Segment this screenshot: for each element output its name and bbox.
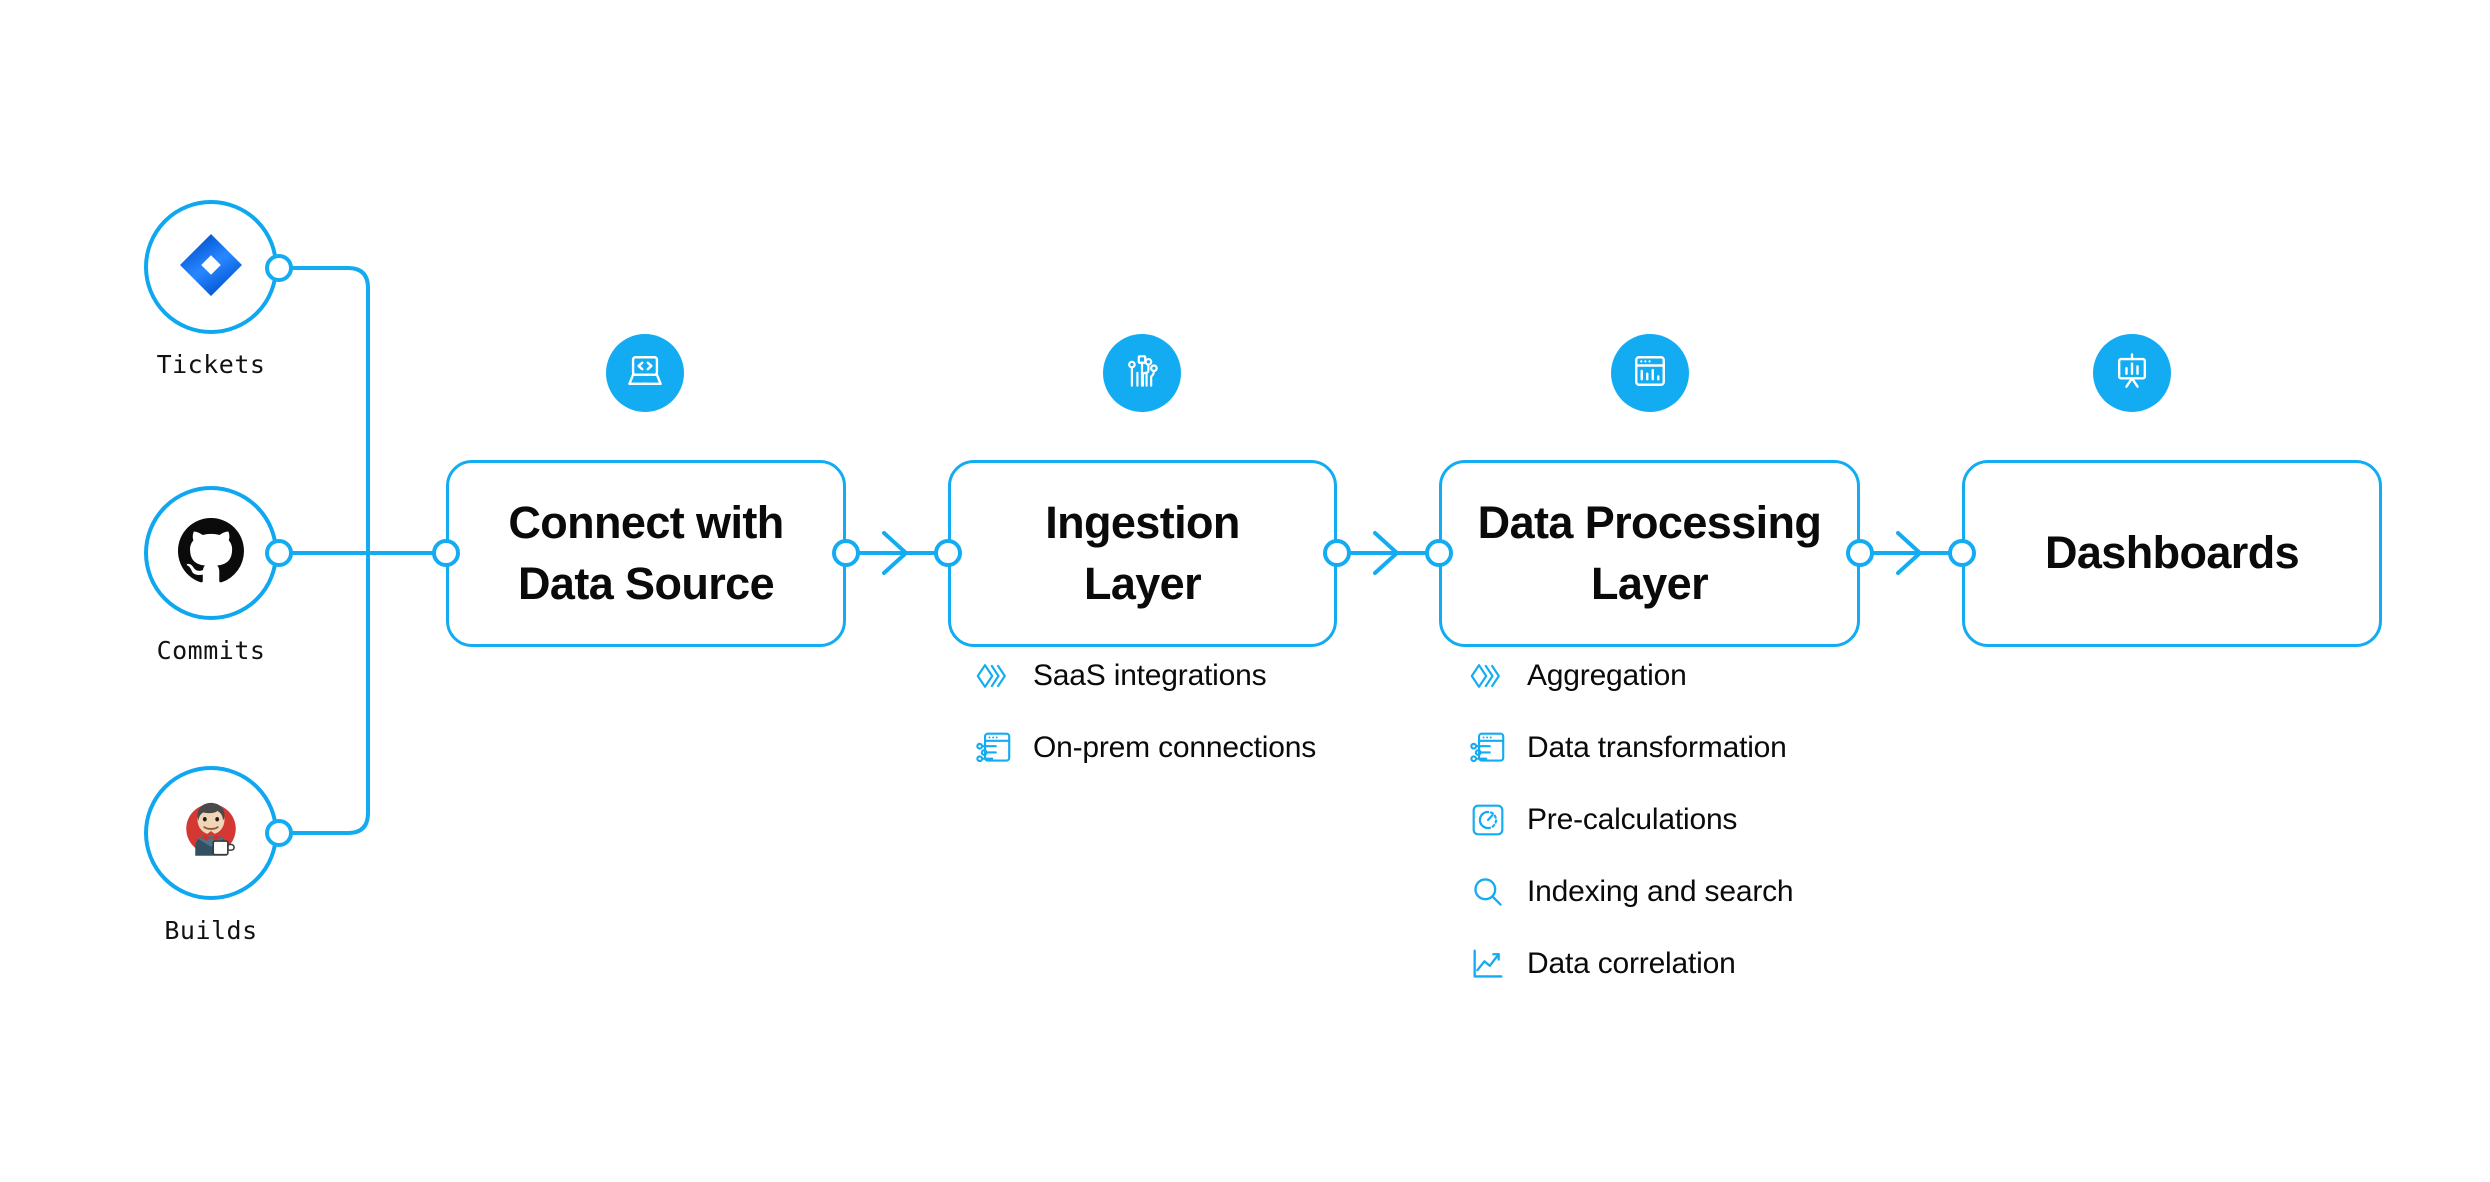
badge-processing xyxy=(1611,334,1689,412)
search-icon xyxy=(1469,873,1507,911)
source-label-builds: Builds xyxy=(164,916,258,945)
stage-title-dashboards: Dashboards xyxy=(2044,527,2300,579)
circuit-nodes-icon xyxy=(1120,349,1164,398)
source-circle-builds xyxy=(144,766,278,900)
feature-label: Pre-calculations xyxy=(1527,803,1738,836)
port-connect-out xyxy=(832,539,860,567)
stage-box-connect[interactable]: Connect with Data Source xyxy=(446,460,846,647)
stage-title-ingestion-line2: Layer xyxy=(1083,557,1202,609)
badge-ingestion xyxy=(1103,334,1181,412)
arrowhead-ingestion-processing xyxy=(1373,531,1399,575)
port-commits-out xyxy=(265,539,293,567)
github-icon xyxy=(178,517,244,589)
port-tickets-out xyxy=(265,254,293,282)
badge-connect xyxy=(606,334,684,412)
source-label-commits: Commits xyxy=(156,636,266,665)
source-node-commits[interactable]: Commits xyxy=(141,486,281,665)
stage-title-connect-line2: Data Source xyxy=(518,557,775,609)
stage-box-processing[interactable]: Data Processing Layer xyxy=(1439,460,1860,647)
feature-item[interactable]: Data transformation xyxy=(1469,712,1793,784)
arrowhead-connect-ingestion xyxy=(882,531,908,575)
stacked-chevrons-icon xyxy=(975,657,1013,695)
feature-list-ingestion: SaaS integrations On-prem connections xyxy=(975,640,1316,784)
stage-title-connect-line1: Connect with xyxy=(508,496,784,548)
feature-list-processing: Aggregation Data transformation xyxy=(1469,640,1794,1000)
source-circle-tickets xyxy=(144,200,278,334)
stage-title-processing: Data Processing Layer xyxy=(1460,493,1840,615)
stage-title-connect: Connect with Data Source xyxy=(490,493,801,615)
arrowhead-processing-dashboards xyxy=(1896,531,1922,575)
feature-label: Aggregation xyxy=(1527,659,1687,692)
jira-icon xyxy=(178,232,244,303)
gauge-square-icon xyxy=(1469,801,1507,839)
window-barchart-icon xyxy=(1628,349,1672,398)
server-window-icon xyxy=(975,729,1013,767)
port-processing-out xyxy=(1846,539,1874,567)
feature-label: SaaS integrations xyxy=(1033,659,1267,692)
feature-item[interactable]: On-prem connections xyxy=(975,712,1316,784)
feature-label: Indexing and search xyxy=(1527,875,1794,908)
line-chart-icon xyxy=(1469,945,1507,983)
stage-title-ingestion-line1: Ingestion xyxy=(1045,496,1240,548)
stage-box-ingestion[interactable]: Ingestion Layer xyxy=(948,460,1337,647)
stage-box-dashboards[interactable]: Dashboards xyxy=(1962,460,2382,647)
wire-builds-to-bus xyxy=(277,551,370,835)
stage-title-ingestion: Ingestion Layer xyxy=(1027,493,1258,615)
port-connect-in xyxy=(432,539,460,567)
port-ingestion-out xyxy=(1323,539,1351,567)
feature-item[interactable]: Data correlation xyxy=(1469,928,1793,1000)
stacked-chevrons-icon xyxy=(1469,657,1507,695)
port-processing-in xyxy=(1425,539,1453,567)
stage-title-processing-line2: Layer xyxy=(1590,557,1709,609)
feature-label: Data transformation xyxy=(1527,731,1787,764)
feature-label: On-prem connections xyxy=(1033,731,1317,764)
port-ingestion-in xyxy=(934,539,962,567)
source-circle-commits xyxy=(144,486,278,620)
feature-item[interactable]: Pre-calculations xyxy=(1469,784,1793,856)
source-node-tickets[interactable]: Tickets xyxy=(141,200,281,379)
port-dashboards-in xyxy=(1948,539,1976,567)
laptop-code-icon xyxy=(623,349,667,398)
source-node-builds[interactable]: Builds xyxy=(141,766,281,945)
badge-dashboards xyxy=(2093,334,2171,412)
wire-tickets-to-bus xyxy=(277,266,370,555)
feature-item[interactable]: Indexing and search xyxy=(1469,856,1794,928)
server-window-icon xyxy=(1469,729,1507,767)
port-builds-out xyxy=(265,819,293,847)
feature-label: Data correlation xyxy=(1527,947,1736,980)
source-label-tickets: Tickets xyxy=(156,350,266,379)
jenkins-icon xyxy=(175,795,247,872)
stage-title-processing-line1: Data Processing xyxy=(1477,496,1822,548)
presentation-chart-icon xyxy=(2110,349,2154,398)
feature-item[interactable]: Aggregation xyxy=(1469,640,1793,712)
feature-item[interactable]: SaaS integrations xyxy=(975,640,1316,712)
